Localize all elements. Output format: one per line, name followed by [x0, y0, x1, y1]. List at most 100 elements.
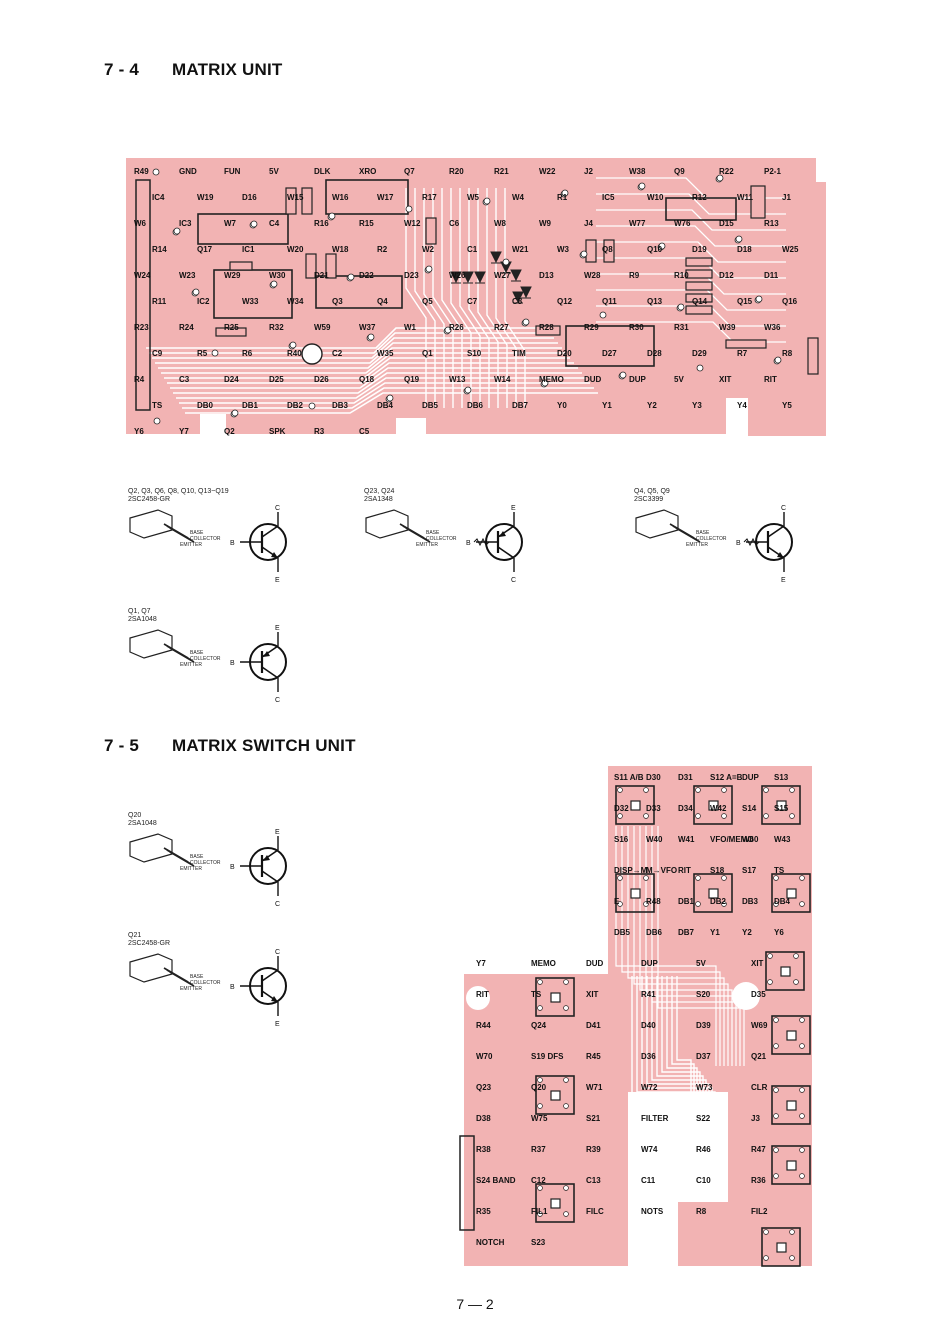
- pcb-trace: [676, 976, 692, 1196]
- pcb-trace: [636, 976, 716, 1196]
- pcb-trace: [155, 342, 558, 364]
- component-label: S10: [467, 349, 482, 358]
- pcb-trace: [596, 273, 786, 295]
- component-label: Y6: [774, 928, 784, 937]
- to92-package-icon: [635, 509, 679, 539]
- resistor: [585, 239, 597, 263]
- component-label: VFO/MEMO: [710, 835, 754, 844]
- resistor: [301, 187, 313, 215]
- pin-letter: E: [781, 577, 786, 584]
- component-label: W35: [377, 349, 394, 358]
- component-label: DUD: [586, 959, 604, 968]
- component-label: W69: [751, 1021, 768, 1030]
- component-label: D12: [719, 271, 734, 280]
- pcb-trace: [645, 826, 737, 1066]
- solder-pad: [619, 371, 627, 379]
- pin-letter: E: [275, 625, 280, 632]
- component-label: W77: [629, 219, 646, 228]
- component-label: S12 A=B: [710, 773, 743, 782]
- component-label: D27: [602, 349, 617, 358]
- pcb-trace: [596, 177, 786, 199]
- component-label: S24 BAND: [476, 1176, 516, 1185]
- component-label: R6: [242, 349, 253, 358]
- push-switch: [693, 785, 733, 825]
- pin-letter: E: [275, 1021, 280, 1028]
- component-label: R5: [197, 349, 208, 358]
- component-label: D32: [614, 804, 629, 813]
- component-label: W43: [774, 835, 791, 844]
- component-label: D39: [696, 1021, 711, 1030]
- component-label: W17: [377, 193, 394, 202]
- push-switch: [693, 873, 733, 913]
- component-label: D31: [678, 773, 693, 782]
- component-label: W8: [494, 219, 507, 228]
- push-switch: [535, 1183, 575, 1223]
- component-label: W29: [224, 271, 241, 280]
- component-label: Y4: [737, 401, 747, 410]
- pcb-trace: [176, 377, 586, 399]
- component-label: W34: [287, 297, 304, 306]
- resistor: [685, 269, 713, 279]
- pin-label-emitter: EMITTER: [180, 866, 202, 872]
- component-label: S17: [742, 866, 757, 875]
- component-label: W73: [696, 1083, 713, 1092]
- component-label: 5V: [269, 167, 279, 176]
- resistor: [685, 305, 713, 315]
- pin-label-base: BASE: [190, 530, 204, 536]
- transistor-part-numbers: Q4, Q5, Q9: [634, 488, 670, 495]
- component-label: J3: [751, 1114, 760, 1123]
- resistor-icon: [743, 537, 760, 547]
- component-label: XIT: [719, 375, 732, 384]
- component-label: W37: [359, 323, 376, 332]
- pin-label-base: BASE: [426, 530, 440, 536]
- component-label: C9: [152, 349, 163, 358]
- component-label: R38: [476, 1145, 491, 1154]
- lead: [405, 527, 431, 543]
- component-label: W3: [557, 245, 570, 254]
- component-label: W14: [494, 375, 511, 384]
- component-label: W23: [179, 271, 196, 280]
- component-label: D13: [539, 271, 554, 280]
- pcb-trace: [639, 826, 733, 1066]
- component-label: W11: [737, 193, 754, 202]
- component-label: R7: [737, 349, 748, 358]
- component-label: W59: [314, 323, 331, 332]
- ic-package: [213, 269, 293, 319]
- resistor: [425, 217, 437, 245]
- component-label: Q12: [557, 297, 573, 306]
- diode: [490, 251, 502, 264]
- component-label: Q8: [602, 245, 613, 254]
- component-label: J2: [584, 167, 593, 176]
- component-label: Q2: [224, 427, 235, 436]
- pin-label-emitter: EMITTER: [180, 986, 202, 992]
- component-label: W42: [710, 804, 727, 813]
- component-label: R48: [646, 897, 661, 906]
- pcb-trace: [596, 257, 786, 279]
- solder-pad: [152, 168, 160, 176]
- component-label: R4: [134, 375, 145, 384]
- pcb-trace: [459, 188, 481, 408]
- component-label: R39: [586, 1145, 601, 1154]
- component-label: W36: [764, 323, 781, 332]
- diode: [462, 271, 474, 284]
- component-label: W39: [719, 323, 736, 332]
- pcb-trace: [423, 188, 445, 408]
- component-label: S15: [774, 804, 789, 813]
- pin-label-base: BASE: [190, 974, 204, 980]
- component-label: D22: [359, 271, 374, 280]
- component-label: R41: [641, 990, 656, 999]
- component-label: TS: [531, 990, 542, 999]
- component-label: Q4: [377, 297, 388, 306]
- pin-letter: C: [511, 577, 516, 584]
- component-label: D33: [646, 804, 661, 813]
- pin-letter: C: [275, 901, 280, 908]
- pin-letter: B: [230, 540, 235, 547]
- component-label: DUD: [584, 375, 602, 384]
- component-label: DB0: [197, 401, 214, 410]
- component-label: W76: [674, 219, 691, 228]
- section-title: MATRIX UNIT: [172, 60, 283, 79]
